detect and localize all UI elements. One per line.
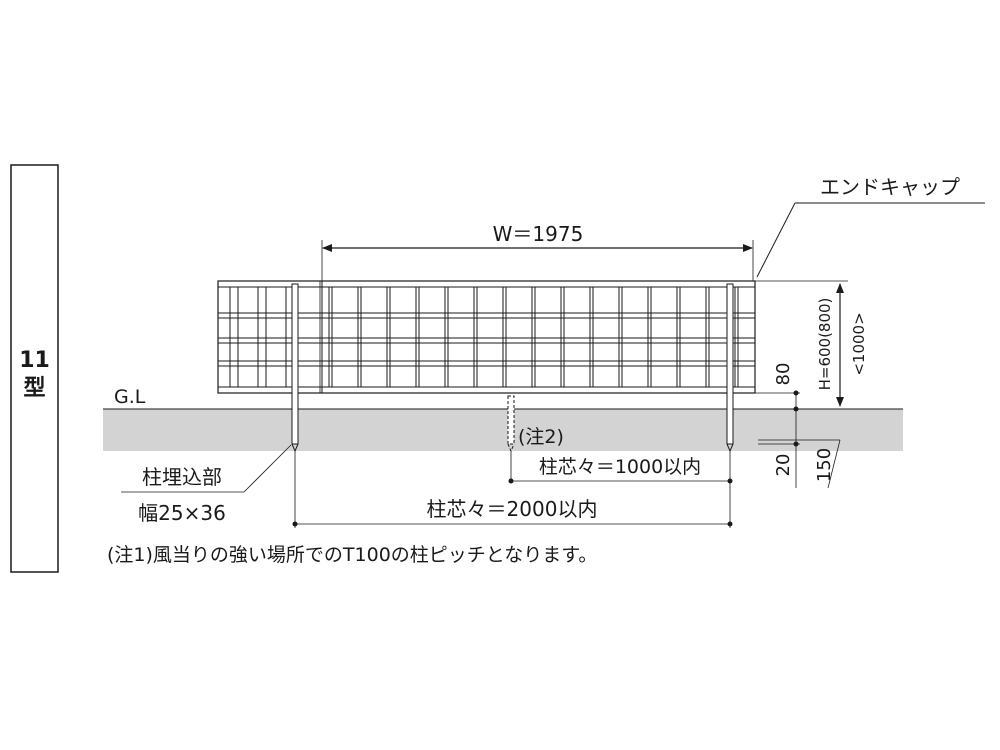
post-right	[726, 283, 734, 445]
posts	[291, 283, 734, 453]
type-kanji: 型	[23, 376, 45, 401]
note2-ref: (注2)	[518, 426, 564, 448]
height-alt-label: <1000>	[850, 312, 868, 375]
pitch-1000-label: 柱芯々＝1000以内	[539, 456, 701, 478]
dim-80-label: 80	[773, 363, 794, 386]
embed-label: 柱埋込部	[142, 465, 222, 489]
embed-size-label: 幅25×36	[138, 501, 226, 525]
pitch-2000-label: 柱芯々＝2000以内	[427, 497, 598, 521]
dim-150-label: 150	[814, 448, 835, 482]
note1: (注1)風当りの強い場所でのT100の柱ピッチとなります。	[107, 544, 597, 566]
vertical-bars	[229, 287, 739, 387]
fence-panel	[217, 280, 756, 394]
post-left	[291, 283, 299, 445]
ground-line-label: G.L	[114, 386, 146, 408]
horizontal-bars	[218, 312, 755, 367]
ground-band	[103, 409, 903, 451]
end-cap-label: エンドキャップ	[820, 175, 960, 199]
height-label: H=600(800)	[816, 298, 834, 391]
type-label-box	[10, 164, 59, 573]
width-label: W＝1975	[493, 222, 584, 246]
post-middle	[507, 395, 515, 445]
dim-20-label: 20	[773, 454, 794, 477]
type-number: 11	[19, 348, 50, 373]
end-cap-leader	[756, 202, 796, 278]
